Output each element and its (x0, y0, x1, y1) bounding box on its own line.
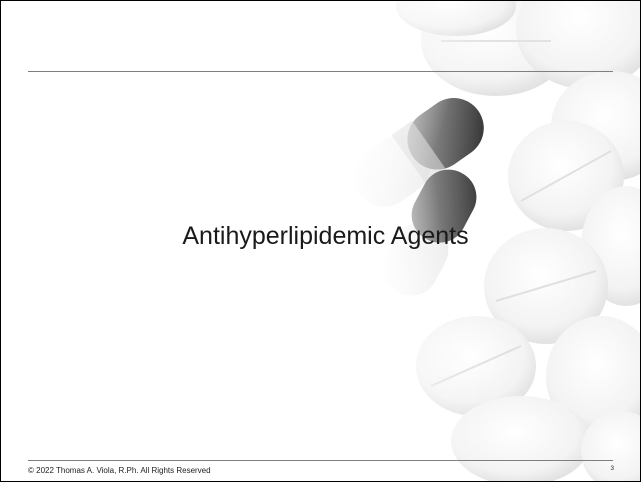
slide-title-text: Antihyperlipidemic Agents (182, 222, 469, 250)
top-divider (28, 71, 613, 72)
copyright-footer: © 2022 Thomas A. Viola, R.Ph. All Rights… (28, 466, 211, 475)
bottom-divider (28, 460, 613, 461)
page-number: 3 (610, 466, 614, 472)
slide-title: Antihyperlipidemic Agents (1, 222, 640, 251)
